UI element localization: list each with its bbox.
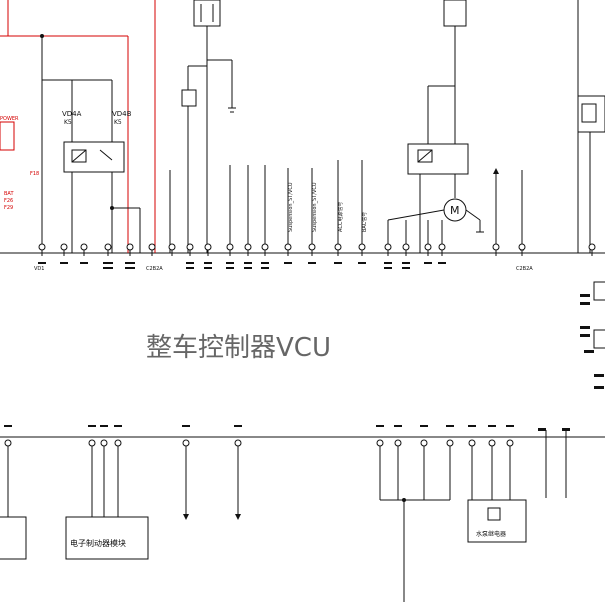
svg-text:POWER: POWER: [0, 116, 19, 122]
motor-relay-block: M: [387, 0, 484, 253]
far-right-relay: [577, 95, 605, 349]
relay-vd4a-vd4b: VD4A K5 VD4B K5: [42, 79, 141, 253]
lower-wiring: 电子制动器模块 水泵继电器: [0, 430, 567, 602]
relay-vd4a-sub: K5: [64, 119, 72, 126]
relay-vd4b-label: VD4B: [112, 110, 132, 118]
relay-vd4b-sub: K5: [114, 119, 122, 126]
motor-label: M: [450, 204, 460, 217]
signal-label-1: Suspension_ST/VCU: [288, 182, 294, 232]
signal-label-4: BAC信号: [361, 212, 368, 232]
pin-label-c2b2a-right: C2B2A: [516, 266, 533, 272]
upper-pin-tags: [38, 262, 604, 389]
module-ebrake-label: 电子制动器模块: [70, 538, 126, 548]
signal-label-2: Suspension_ST/VCU: [312, 182, 318, 232]
junction-dot: [40, 34, 44, 38]
vcu-title: 整车控制器VCU: [146, 333, 331, 363]
red-power-circuit: POWER BAT F26 F29 F18: [0, 0, 156, 253]
sensor-switch-block: [169, 0, 266, 253]
pin-label-vd1: VD1: [34, 266, 44, 272]
signal-label-3: ACC电源信号: [337, 202, 344, 232]
svg-text:F29: F29: [4, 205, 13, 211]
signal-labels: Suspension_ST/VCU Suspension_ST/VCU ACC电…: [287, 160, 368, 253]
lower-bus-pins: [4, 425, 570, 447]
svg-text:F18: F18: [30, 171, 39, 177]
right-arrows: [493, 168, 524, 253]
relay-vd4a-label: VD4A: [62, 110, 82, 118]
svg-text:F26: F26: [4, 198, 13, 204]
svg-text:BAT: BAT: [4, 191, 14, 197]
upper-bus-pins: [38, 243, 596, 256]
pin-label-c2b2a: C2B2A: [146, 266, 163, 272]
module-pump-label: 水泵继电器: [476, 530, 506, 538]
